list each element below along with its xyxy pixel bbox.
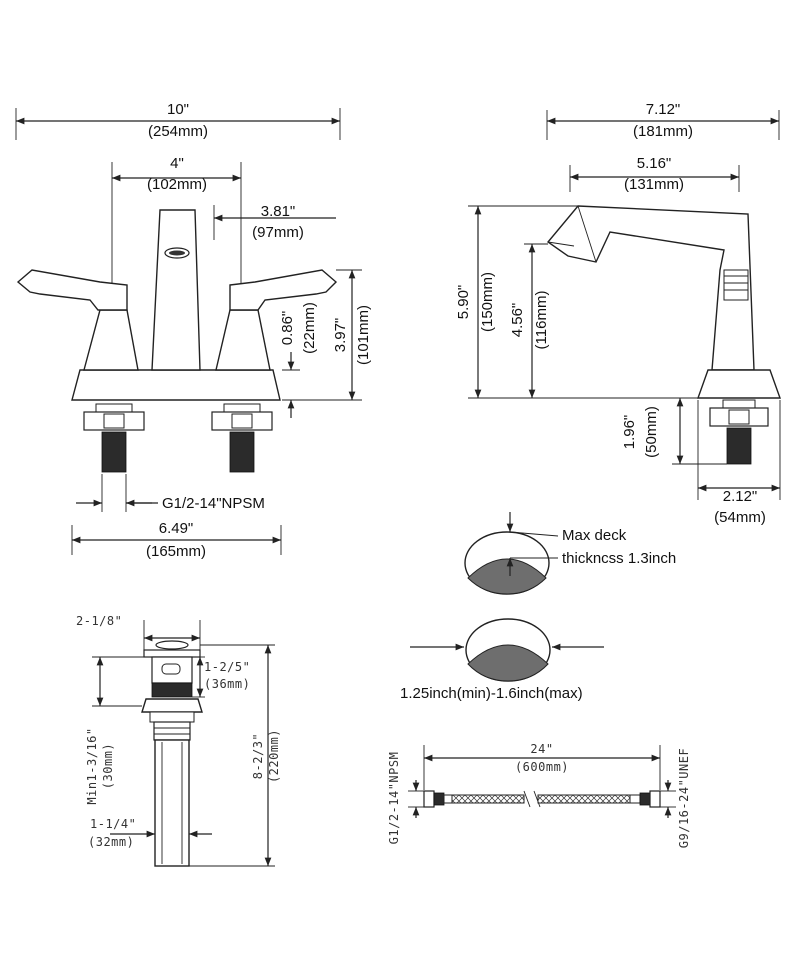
side-total-h-mm: (150mm) <box>479 272 496 332</box>
front-base-mm: (165mm) <box>146 543 206 560</box>
deck-thickness-label: thickncss 1.3inch <box>562 550 676 567</box>
right-shank <box>211 403 273 473</box>
drain-min-in: Min1-3/16" <box>85 727 99 804</box>
front-base-in: 6.49" <box>159 520 194 537</box>
front-width-mm: (254mm) <box>148 123 208 140</box>
side-spout-h-in: 4.56" <box>509 303 526 338</box>
side-total-h-in: 5.90" <box>455 285 472 320</box>
front-width-in: 10" <box>167 101 189 118</box>
drain-pipe-in: 1-1/4" <box>90 817 136 831</box>
drain-mid-mm: (36mm) <box>204 677 250 691</box>
side-base-in: 2.12" <box>723 488 758 505</box>
side-spout <box>546 205 755 371</box>
deck-hole-diagram: 1.25inch(min)-1.6inch(max) <box>400 618 604 702</box>
side-base-mm: (54mm) <box>714 509 766 526</box>
side-spout-mm: (131mm) <box>624 176 684 193</box>
hose-left-thread: G1/2-14"NPSM <box>387 752 401 845</box>
front-deck-in: 0.86" <box>279 311 296 346</box>
hose-right-thread: G9/16-24"UNEF <box>677 748 691 848</box>
front-height-mm: (101mm) <box>355 305 372 365</box>
left-shank <box>83 403 145 473</box>
left-handle-base <box>83 309 139 371</box>
drain-assembly: 2-1/8" 1-2/5" (36mm) Min1-3/16" (30mm) 8… <box>76 614 281 867</box>
front-view: 10" (254mm) 4" (102mm) 3.81" (97mm) <box>15 101 372 560</box>
front-spread-in: 4" <box>170 155 184 172</box>
supply-hose: 24" (600mm) G1/2-14"NPSM G9/16-24"UNEF <box>387 742 691 848</box>
front-deck-mm: (22mm) <box>301 302 318 354</box>
faucet-spout-column <box>151 209 201 371</box>
side-spout-in: 5.16" <box>637 155 672 172</box>
side-reach-mm: (181mm) <box>633 123 693 140</box>
front-spout-mm: (97mm) <box>252 224 304 241</box>
deck-max-label: Max deck <box>562 527 627 544</box>
hose-length-in: 24" <box>530 742 553 756</box>
drain-min-mm: (30mm) <box>101 743 115 789</box>
faucet-base <box>71 369 281 401</box>
right-handle-base <box>215 309 271 371</box>
deck-hole-label: 1.25inch(min)-1.6inch(max) <box>400 685 583 702</box>
hose-length-mm: (600mm) <box>515 760 569 774</box>
drain-pipe <box>154 739 190 867</box>
side-spout-h-mm: (116mm) <box>533 291 550 350</box>
deck-thickness-diagram: Max deck thickncss 1.3inch <box>464 512 676 595</box>
drain-total-in: 8-2/3" <box>251 733 265 779</box>
side-shank-mm: (50mm) <box>643 406 660 458</box>
side-view: 7.12" (181mm) 5.16" (131mm) 5.90" (150mm… <box>455 101 781 526</box>
front-height-in: 3.97" <box>332 318 349 353</box>
side-handle <box>723 269 749 301</box>
drain-total-mm: (220mm) <box>267 729 281 783</box>
front-spout-in: 3.81" <box>261 203 296 220</box>
side-shank <box>709 399 769 465</box>
front-spread-mm: (102mm) <box>147 176 207 193</box>
side-reach-in: 7.12" <box>646 101 681 118</box>
front-thread: G1/2-14"NPSM <box>162 495 265 512</box>
right-handle-lever <box>229 269 338 311</box>
side-base <box>697 369 781 399</box>
drain-pipe-mm: (32mm) <box>88 835 134 849</box>
drain-top-in: 2-1/8" <box>76 614 122 628</box>
drain-mid-in: 1-2/5" <box>204 660 250 674</box>
left-handle-lever <box>16 269 128 311</box>
side-shank-in: 1.96" <box>621 415 638 450</box>
